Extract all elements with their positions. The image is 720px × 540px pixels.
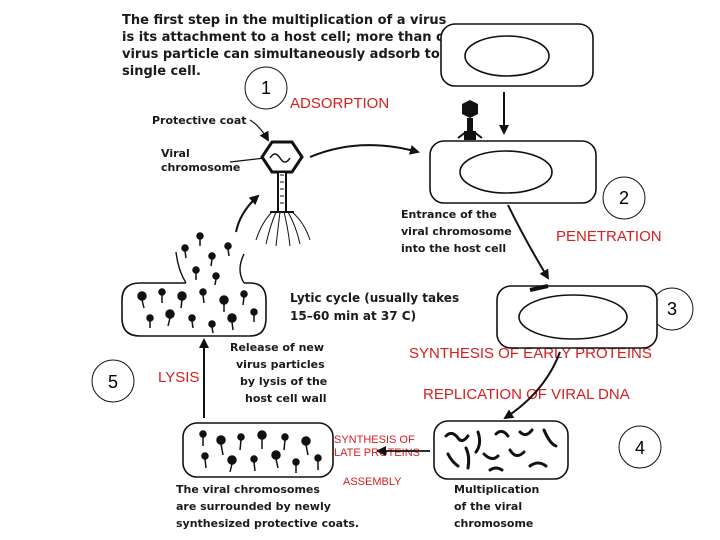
pointer-protective-coat — [249, 119, 269, 142]
step-number-1: 1 — [244, 66, 288, 110]
label-synthesis-late-2: LATE PROTEINS — [334, 447, 420, 459]
annotation-release-1: Release of new — [230, 341, 324, 354]
intro-line-2: is its attachment to a host cell; more t… — [122, 30, 463, 45]
label-synthesis-late-1: SYNTHESIS OF — [334, 434, 415, 446]
annotation-surrounded-1: The viral chromosomes — [176, 483, 320, 496]
host-cell-adsorption — [440, 23, 594, 87]
step-number-2: 2 — [602, 176, 646, 220]
annotation-multiplication-3: chromosome — [454, 517, 533, 530]
label-penetration: PENETRATION — [556, 228, 662, 245]
step-number-4: 4 — [618, 425, 662, 469]
svg-text:5: 5 — [108, 372, 118, 392]
step-number-5: 5 — [91, 359, 135, 403]
annotation-entrance-3: into the host cell — [401, 242, 506, 255]
host-cell-multiplication — [433, 420, 569, 480]
host-cell-penetration — [429, 140, 597, 204]
attached-phage-icon — [457, 100, 483, 140]
label-assembly: ASSEMBLY — [343, 476, 402, 488]
host-cell-early-proteins — [496, 284, 658, 349]
host-cell-lysis — [121, 232, 267, 337]
annotation-multiplication-1: Multiplication — [454, 483, 539, 496]
annotation-lytic-2: 15–60 min at 37 C) — [290, 309, 416, 323]
label-replication: REPLICATION OF VIRAL DNA — [423, 386, 630, 403]
annotation-release-3: by lysis of the — [240, 375, 327, 388]
annotation-viral-2: chromosome — [161, 161, 240, 174]
svg-text:2: 2 — [619, 188, 629, 208]
intro-line-3: virus particle can simultaneously adsorb… — [122, 47, 453, 62]
arrow-release — [235, 194, 260, 233]
label-synthesis-early: SYNTHESIS OF EARLY PROTEINS — [409, 345, 652, 362]
intro-line-4: single cell. — [122, 64, 201, 79]
bacteriophage-icon — [255, 140, 311, 247]
arrow-penetration — [507, 204, 550, 280]
svg-text:1: 1 — [261, 78, 271, 98]
arrow-replication — [503, 351, 561, 420]
intro-line-1: The first step in the multiplication of … — [122, 13, 447, 28]
annotation-release-4: host cell wall — [245, 392, 327, 405]
svg-text:3: 3 — [667, 299, 677, 319]
pointer-viral-chromosome — [229, 157, 266, 163]
annotation-protective-coat: Protective coat — [152, 114, 247, 127]
intro-paragraph: The first step in the multiplication of … — [122, 13, 463, 79]
annotation-entrance-1: Entrance of the — [401, 208, 497, 221]
arrow-adsorption — [309, 144, 420, 158]
annotation-lytic-1: Lytic cycle (usually takes — [290, 291, 459, 305]
label-adsorption: ADSORPTION — [290, 95, 389, 112]
annotation-surrounded-2: are surrounded by newly — [176, 500, 331, 513]
annotation-release-2: virus particles — [236, 358, 325, 371]
annotation-entrance-2: viral chromosome — [401, 225, 512, 238]
annotation-surrounded-3: synthesized protective coats. — [176, 517, 359, 530]
annotation-multiplication-2: of the viral — [454, 500, 522, 513]
host-cell-assembly — [182, 422, 334, 478]
label-lysis: LYSIS — [158, 369, 199, 386]
annotation-viral-1: Viral — [161, 147, 190, 160]
svg-text:4: 4 — [635, 438, 645, 458]
